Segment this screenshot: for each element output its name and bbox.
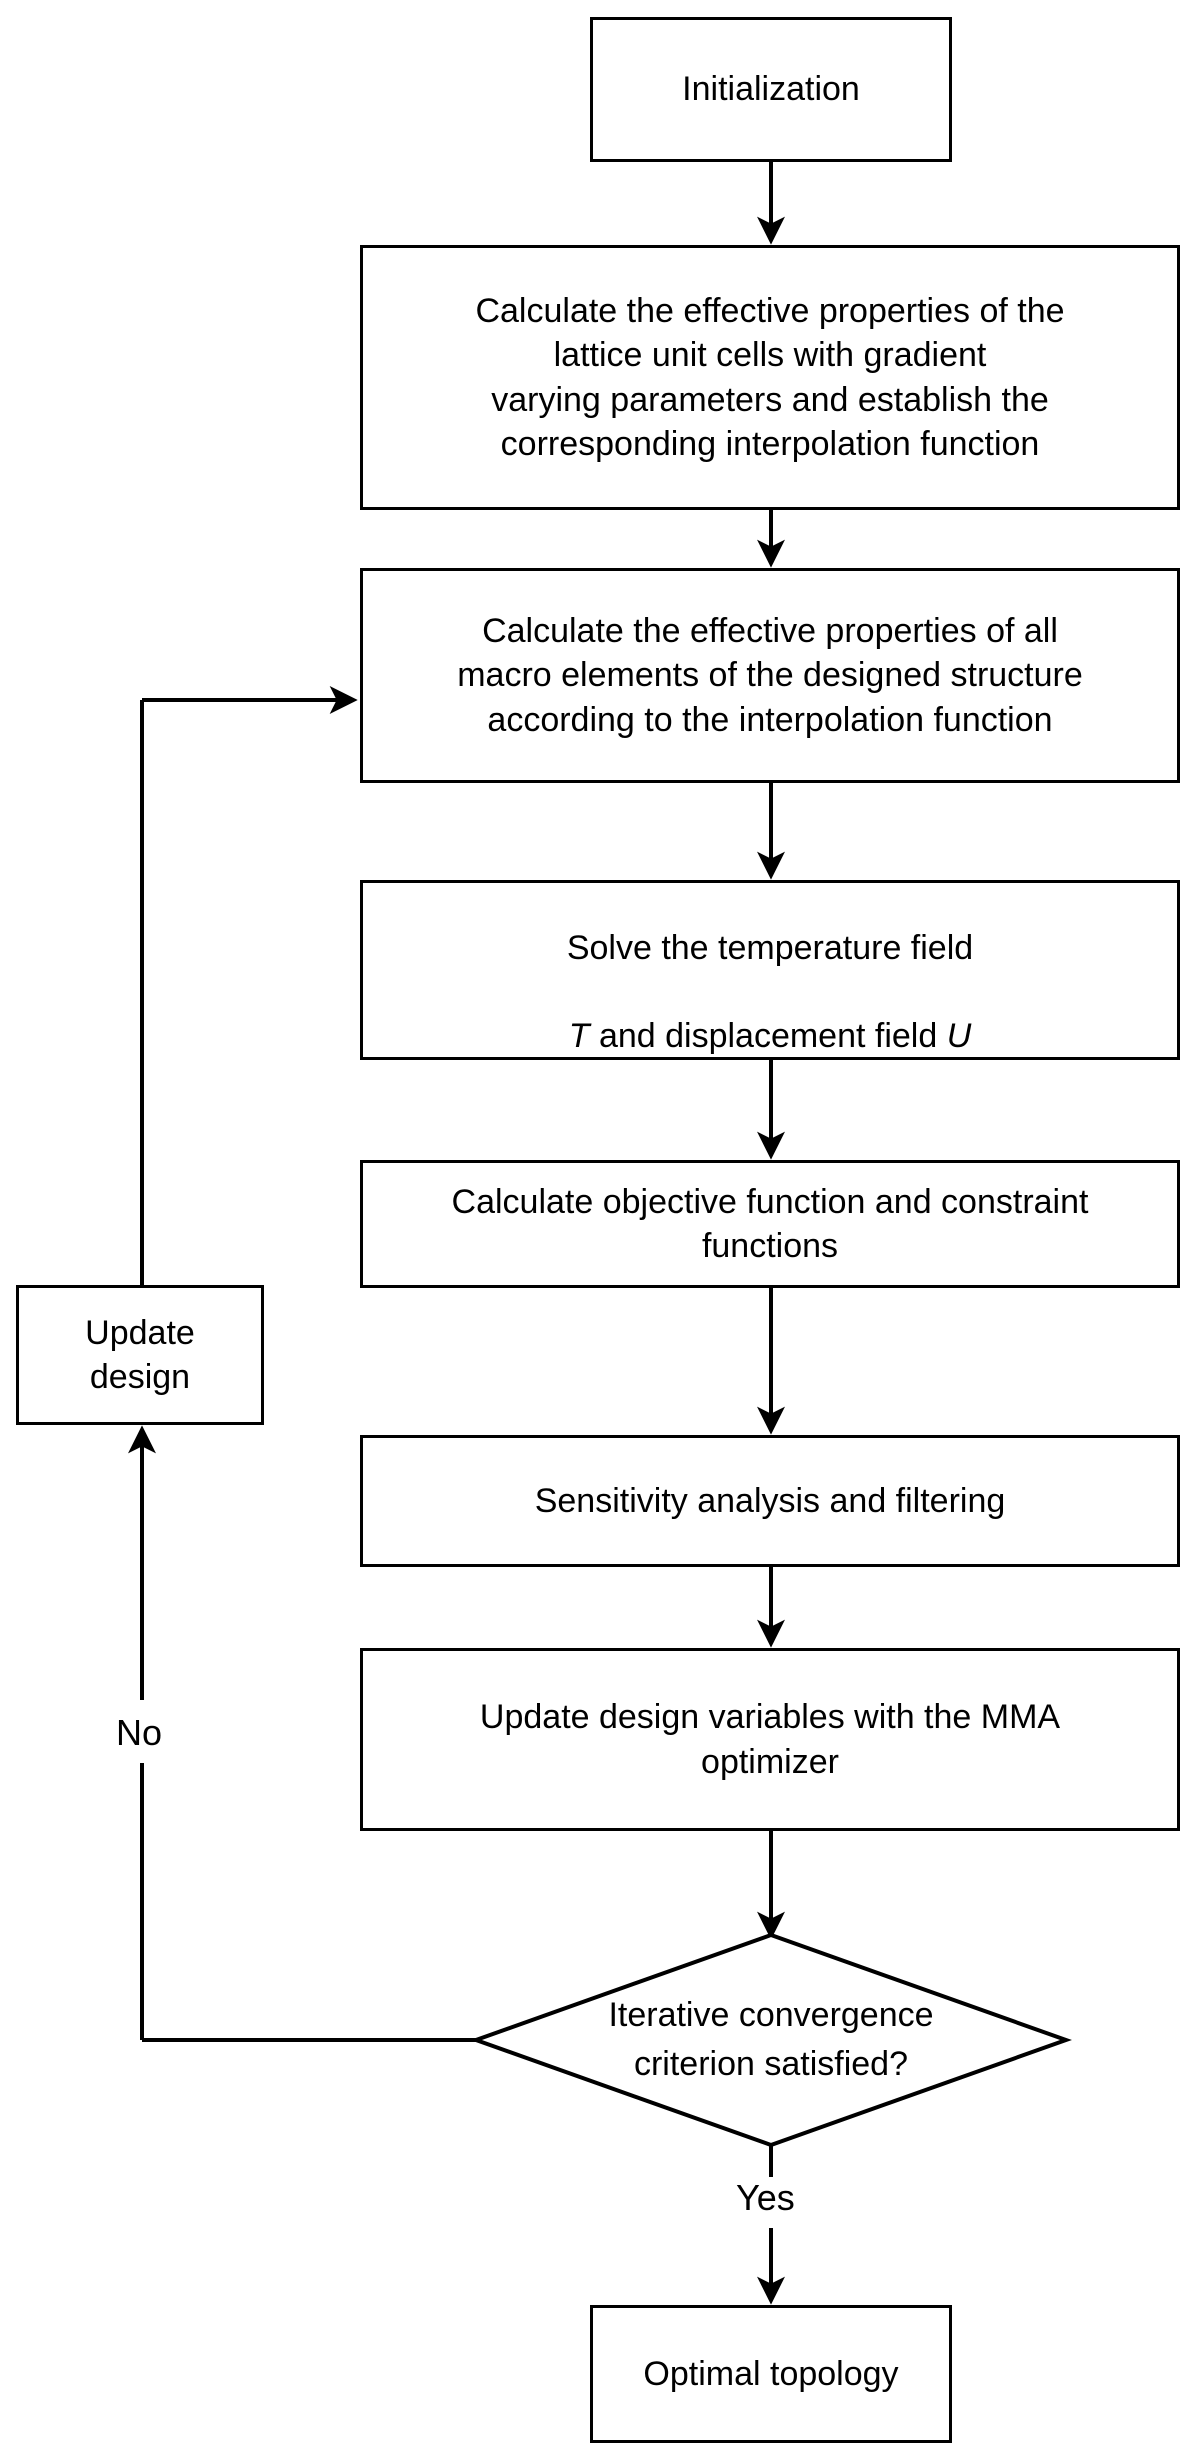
node-initialization-label: Initialization [682,70,860,109]
node-update-design[interactable]: Update design [16,1285,264,1425]
node-solve-fields-label: Solve the temperature field T and displa… [553,882,987,1059]
node-effective-properties-unit-cells-label: Calculate the effective properties of th… [475,292,1065,463]
node-mma-update-label: Update design variables with the MMA opt… [479,1698,1061,1781]
node-effective-properties-macro-label: Calculate the effective properties of al… [457,612,1083,739]
node-effective-properties-macro[interactable]: Calculate the effective properties of al… [360,568,1180,783]
node-optimal-topology[interactable]: Optimal topology [590,2305,952,2443]
edge-label-yes: Yes [730,2177,801,2219]
decision-diamond-shape [470,1932,1072,2148]
symbol-displacement-field: U [946,1017,972,1056]
solve-fields-line1: Solve the temperature field [566,928,974,967]
symbol-temperature-field: T [568,1017,590,1056]
node-update-design-label: Update design [85,1313,195,1396]
node-objective-constraints[interactable]: Calculate objective function and constra… [360,1160,1180,1288]
node-optimal-topology-label: Optimal topology [643,2354,899,2393]
node-initialization[interactable]: Initialization [590,17,952,162]
node-solve-fields[interactable]: Solve the temperature field T and displa… [360,880,1180,1060]
edge-label-no: No [110,1712,169,1754]
node-mma-update[interactable]: Update design variables with the MMA opt… [360,1648,1180,1831]
node-objective-constraints-label: Calculate objective function and constra… [451,1182,1089,1265]
solve-fields-line2-mid: and displacement field [589,1017,947,1056]
node-sensitivity[interactable]: Sensitivity analysis and filtering [360,1435,1180,1567]
node-sensitivity-label: Sensitivity analysis and filtering [534,1481,1006,1520]
node-effective-properties-unit-cells[interactable]: Calculate the effective properties of th… [360,245,1180,510]
